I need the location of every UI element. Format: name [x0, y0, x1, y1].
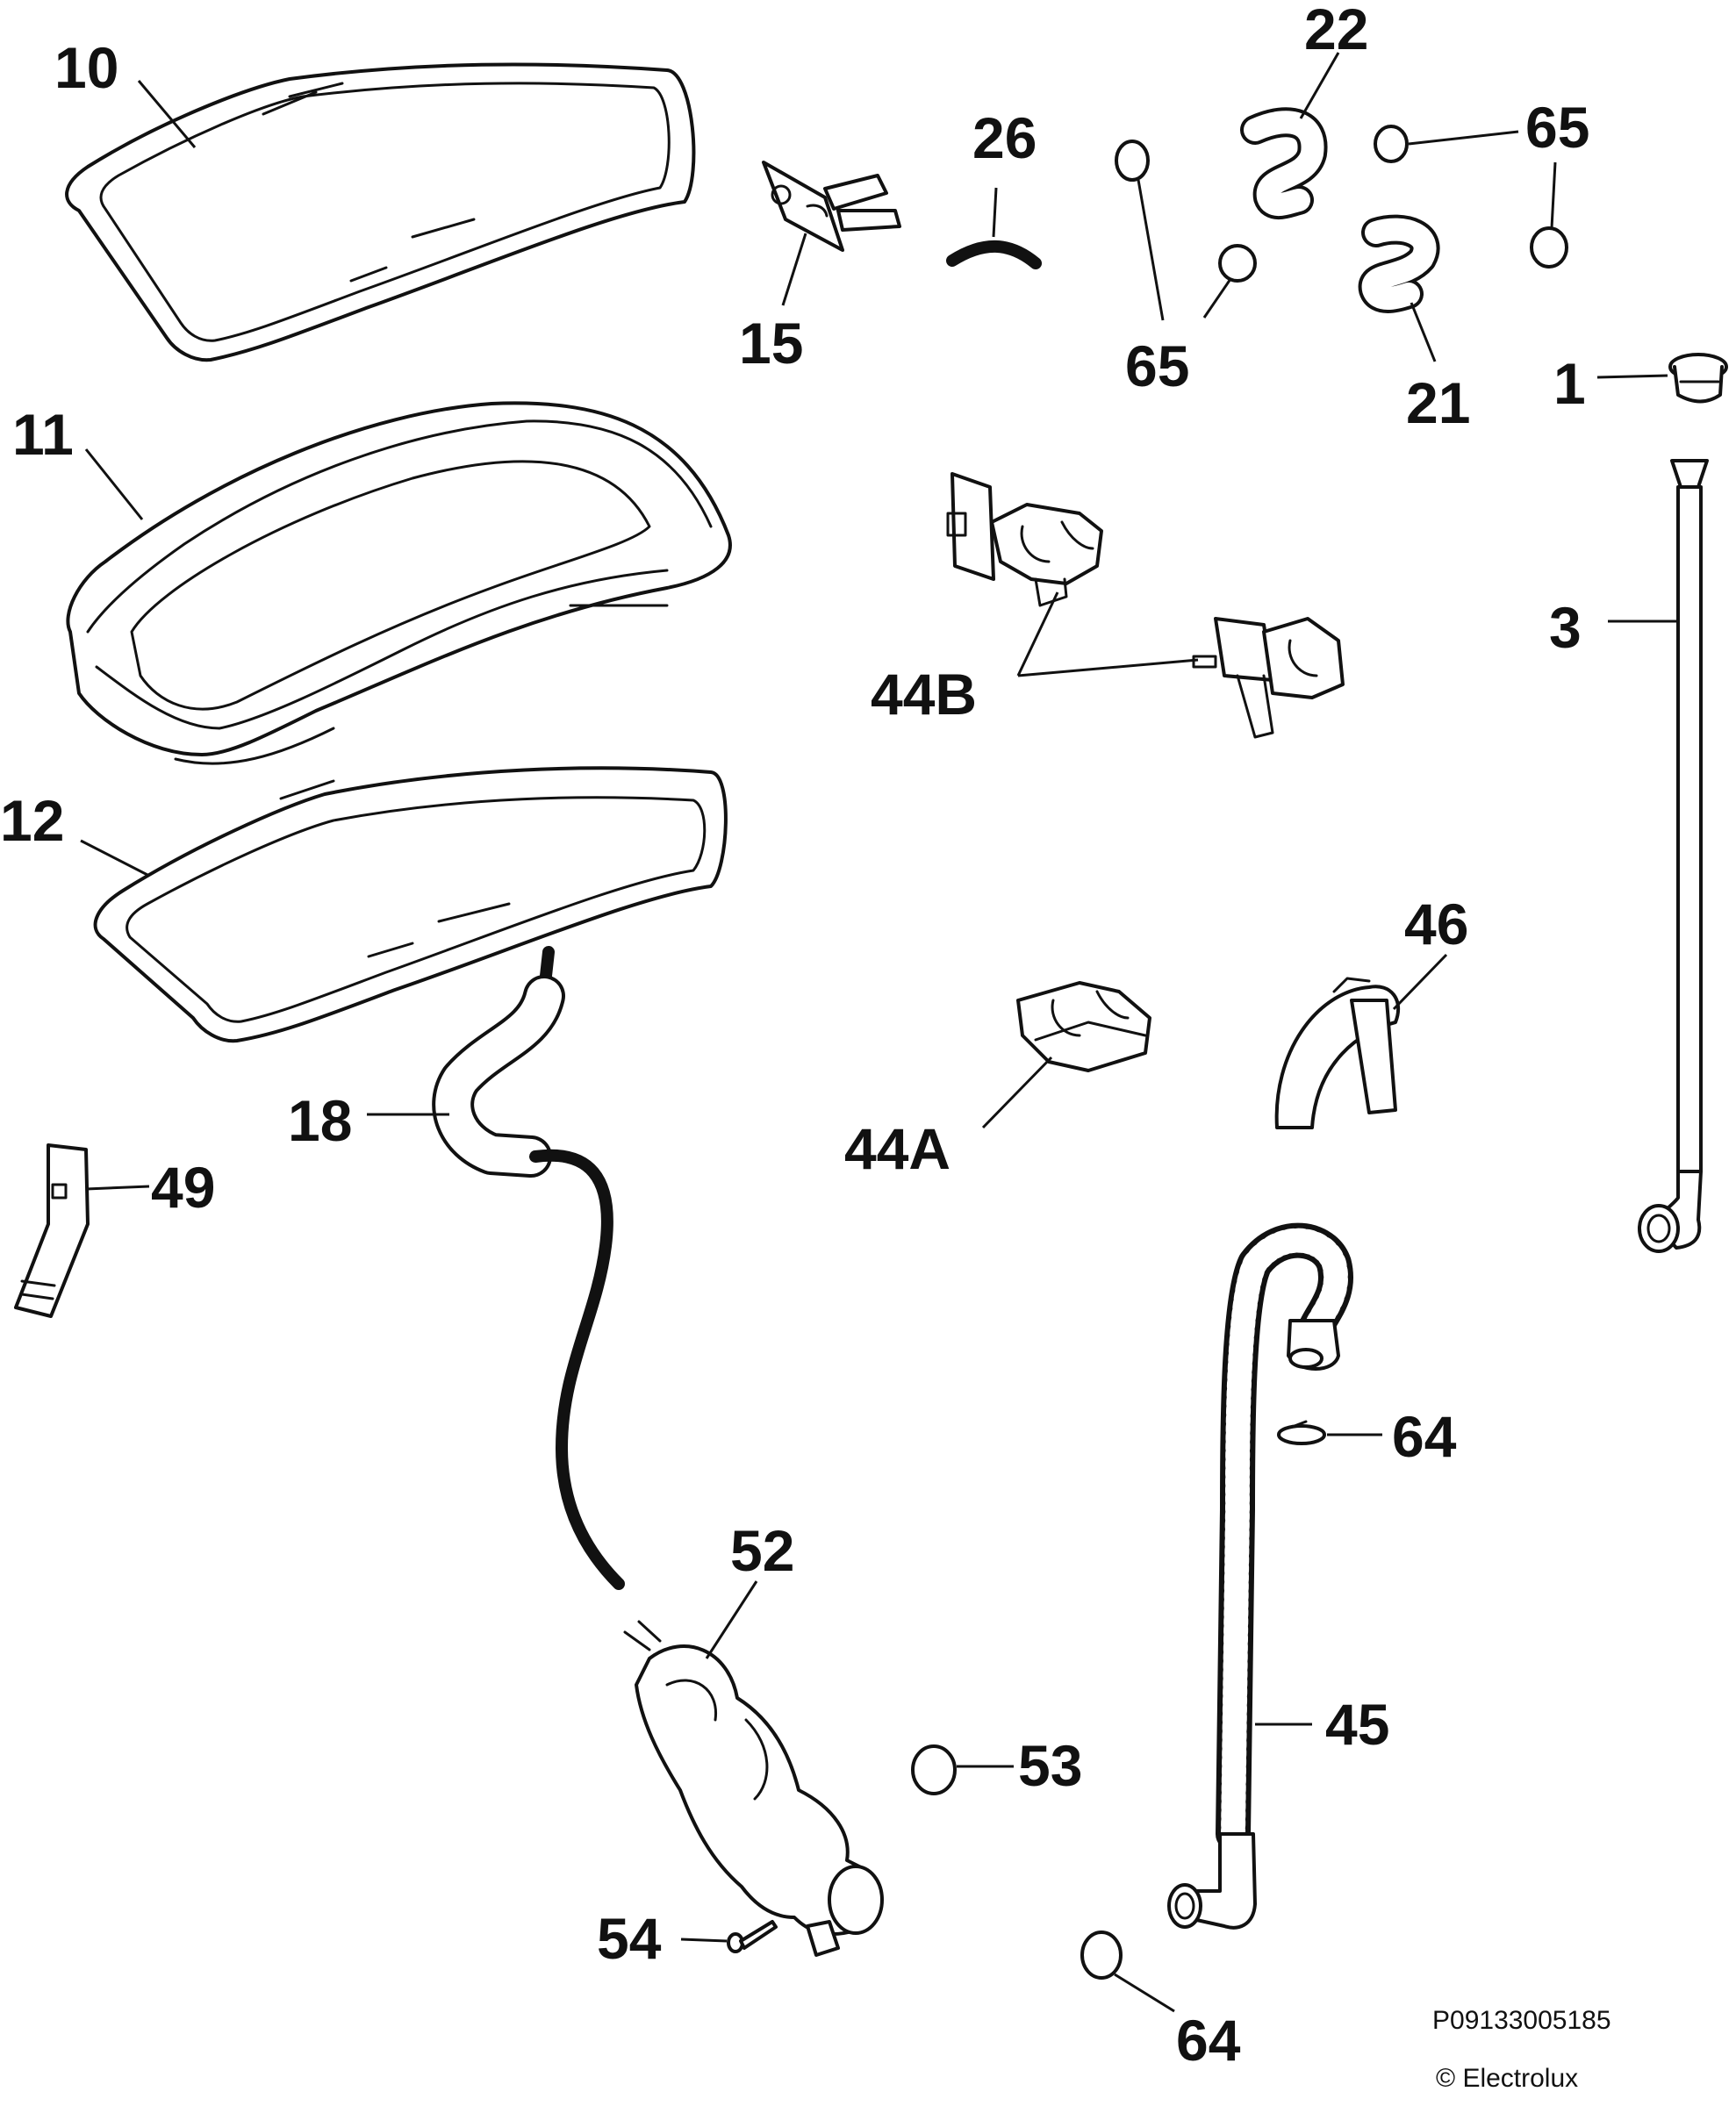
callout-54: 54 — [597, 1906, 662, 1971]
callout-44a: 44A — [844, 1116, 950, 1181]
leader-44b-a — [1016, 591, 1059, 677]
part-65-clamp-d — [1530, 226, 1568, 269]
leader-1 — [1596, 374, 1668, 379]
part-46-u-clip — [1274, 977, 1401, 1129]
callout-10: 10 — [54, 35, 118, 100]
callout-46: 46 — [1404, 892, 1468, 956]
leader-44b-b — [1017, 658, 1199, 677]
callout-1: 1 — [1553, 351, 1586, 416]
part-64-clamp-upper — [1277, 1420, 1326, 1445]
leader-65-right-b — [1550, 161, 1557, 229]
part-21-elbow-hose — [1358, 214, 1440, 313]
callout-44b: 44B — [871, 662, 977, 727]
callout-64-upper: 64 — [1392, 1404, 1457, 1469]
part-53-ring — [911, 1744, 957, 1795]
callout-11: 11 — [12, 402, 74, 467]
part-44b-bracket-lower — [1192, 617, 1345, 739]
leader-11 — [84, 448, 144, 520]
callout-65-left: 65 — [1125, 333, 1189, 398]
leader-46 — [1392, 953, 1448, 1011]
part-65-clamp-a — [1115, 140, 1150, 182]
callout-21: 21 — [1406, 370, 1470, 435]
part-49-lever — [14, 1143, 90, 1318]
leader-65-right-a — [1408, 130, 1519, 146]
leader-22 — [1299, 52, 1340, 119]
callout-49: 49 — [151, 1155, 215, 1220]
part-44b-bracket-upper — [946, 472, 1103, 607]
part-18-drain-hose — [432, 946, 625, 1590]
leader-21 — [1410, 302, 1437, 362]
leader-15 — [781, 233, 807, 306]
part-52-sump-housing — [623, 1620, 884, 1957]
drawing-number: P09133005185 — [1432, 2006, 1611, 2035]
leader-49 — [85, 1185, 150, 1191]
part-45-corrugated-hose — [1167, 1222, 1353, 1930]
part-54-screw — [727, 1920, 778, 1953]
callout-26: 26 — [972, 105, 1037, 170]
part-26-curved-hose — [946, 240, 1042, 269]
leader-10 — [137, 80, 197, 148]
leader-64-lower — [1114, 1973, 1175, 2013]
copyright-notice: © Electrolux — [1436, 2064, 1578, 2093]
callout-53: 53 — [1018, 1733, 1082, 1798]
callout-45: 45 — [1325, 1692, 1389, 1757]
callout-15: 15 — [739, 311, 803, 376]
leader-12 — [80, 839, 150, 878]
part-65-clamp-b — [1218, 244, 1257, 283]
part-1-cap — [1668, 353, 1728, 404]
leader-54 — [680, 1938, 728, 1943]
callout-22: 22 — [1304, 0, 1368, 61]
leader-65-left-a — [1137, 179, 1165, 321]
callout-12: 12 — [0, 788, 64, 853]
part-3-straight-tube — [1638, 459, 1709, 1253]
part-15-valve-connector — [762, 161, 901, 252]
leader-52 — [705, 1580, 758, 1659]
callout-64-lower: 64 — [1176, 2008, 1241, 2073]
part-64-clamp-lower — [1080, 1930, 1123, 1980]
leader-26 — [992, 187, 998, 238]
leader-65-left-b — [1202, 278, 1232, 319]
part-65-clamp-c — [1374, 125, 1409, 163]
callout-3: 3 — [1549, 595, 1582, 660]
part-11-door-seal — [66, 401, 732, 765]
part-10-gasket-ring — [65, 62, 696, 362]
part-44a-bracket — [1016, 981, 1151, 1072]
part-22-elbow-hose — [1240, 107, 1328, 220]
callout-65-right: 65 — [1525, 95, 1589, 160]
leader-44a — [981, 1056, 1053, 1129]
part-12-gasket-ring — [93, 766, 728, 1043]
callout-52: 52 — [730, 1518, 794, 1583]
callout-18: 18 — [288, 1088, 352, 1153]
